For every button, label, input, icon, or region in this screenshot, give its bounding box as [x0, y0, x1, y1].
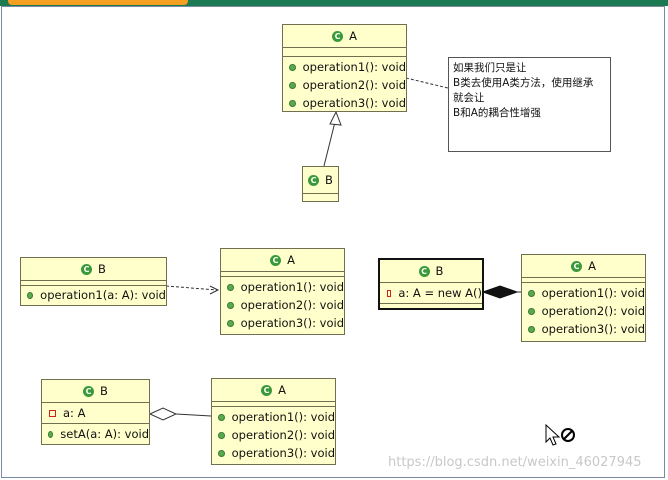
class-name: B	[325, 173, 333, 187]
method-row[interactable]: operation3(): void	[221, 314, 344, 332]
class-icon: C	[308, 174, 320, 186]
method-label: operation1(): void	[240, 280, 344, 294]
method-label: operation2(): void	[541, 304, 645, 318]
method-row[interactable]: operation3(): void	[522, 320, 645, 338]
public-method-icon	[528, 325, 535, 333]
class-icon: C	[270, 254, 282, 266]
method-label: operation3(): void	[302, 96, 406, 110]
public-method-icon	[227, 283, 234, 291]
watermark: https://blog.csdn.net/weixin_46027945	[388, 455, 642, 470]
public-method-icon	[289, 81, 296, 89]
method-label: operation1(a: A): void	[40, 288, 166, 302]
private-field-icon	[49, 409, 56, 417]
method-row[interactable]: operation3(): void	[212, 444, 335, 462]
dependency-arrowhead	[209, 285, 220, 295]
window-top-bar	[0, 0, 668, 6]
field-row[interactable]: a: A	[42, 404, 149, 422]
method-label: operation2(): void	[302, 78, 406, 92]
comment-note[interactable]: 如果我们只是让 B类去使用A类方法，使用继承 就会让 B和A的耦合性增强	[448, 57, 611, 152]
public-method-icon	[218, 413, 225, 421]
public-method-icon	[218, 431, 225, 439]
method-row[interactable]: operation2(): void	[522, 302, 645, 320]
class-icon: C	[81, 263, 93, 275]
method-row[interactable]: operation3(): void	[283, 94, 406, 112]
public-method-icon	[227, 301, 234, 309]
public-method-icon	[27, 291, 34, 299]
method-label: setA(a: A): void	[60, 427, 149, 441]
public-method-icon	[227, 319, 234, 327]
note-anchor-line	[405, 77, 449, 89]
public-method-icon	[289, 99, 296, 107]
class-name: A	[278, 383, 286, 397]
method-label: operation1(): void	[302, 60, 406, 74]
class-name: B	[98, 262, 106, 276]
aggregation-diamond	[148, 407, 178, 421]
class-icon: C	[571, 260, 583, 272]
method-label: operation2(): void	[231, 428, 335, 442]
method-row[interactable]: operation2(): void	[283, 76, 406, 94]
note-line: B类去使用A类方法，使用继承	[453, 77, 594, 89]
diagram-canvas	[1, 6, 665, 478]
public-method-icon	[218, 449, 225, 457]
class-name: A	[349, 29, 357, 43]
method-row[interactable]: setA(a: A): void	[42, 425, 149, 443]
class-name: B	[100, 384, 108, 398]
public-method-icon	[528, 289, 535, 297]
public-method-icon	[48, 430, 54, 438]
class-name: A	[588, 259, 596, 273]
note-line: 就会让	[453, 92, 485, 104]
field-label: a: A	[63, 406, 86, 420]
method-label: operation3(): void	[541, 322, 645, 336]
method-row[interactable]: operation1(): void	[283, 58, 406, 76]
title-tab-strip	[8, 0, 188, 5]
method-row[interactable]: operation1(): void	[221, 278, 344, 296]
method-row[interactable]: operation2(): void	[221, 296, 344, 314]
class-icon: C	[418, 265, 430, 277]
note-line: 如果我们只是让	[453, 62, 527, 74]
private-field-icon	[387, 289, 392, 297]
generalization-line	[323, 117, 337, 167]
method-row[interactable]: operation1(a: A): void	[21, 286, 166, 304]
class-name: A	[287, 253, 295, 267]
field-row[interactable]: a: A = new A()	[380, 284, 482, 302]
method-label: operation2(): void	[240, 298, 344, 312]
class-icon: C	[332, 30, 344, 42]
method-row[interactable]: operation1(): void	[212, 408, 335, 426]
composition-diamond	[481, 285, 519, 299]
method-label: operation3(): void	[231, 446, 335, 460]
class-name: B	[435, 264, 444, 278]
method-label: operation3(): void	[240, 316, 344, 330]
method-row[interactable]: operation2(): void	[212, 426, 335, 444]
method-label: operation1(): void	[541, 286, 645, 300]
class-icon: C	[261, 384, 273, 396]
dependency-line	[165, 285, 218, 291]
generalization-arrowhead	[329, 110, 342, 126]
method-label: operation1(): void	[231, 410, 335, 424]
mouse-cursor-no-drop-icon	[545, 424, 575, 446]
public-method-icon	[528, 307, 535, 315]
note-line: B和A的耦合性增强	[453, 107, 541, 119]
field-label: a: A = new A()	[398, 286, 482, 300]
public-method-icon	[289, 63, 296, 71]
method-row[interactable]: operation1(): void	[522, 284, 645, 302]
class-icon: C	[83, 385, 95, 397]
aggregation-line	[175, 413, 212, 417]
